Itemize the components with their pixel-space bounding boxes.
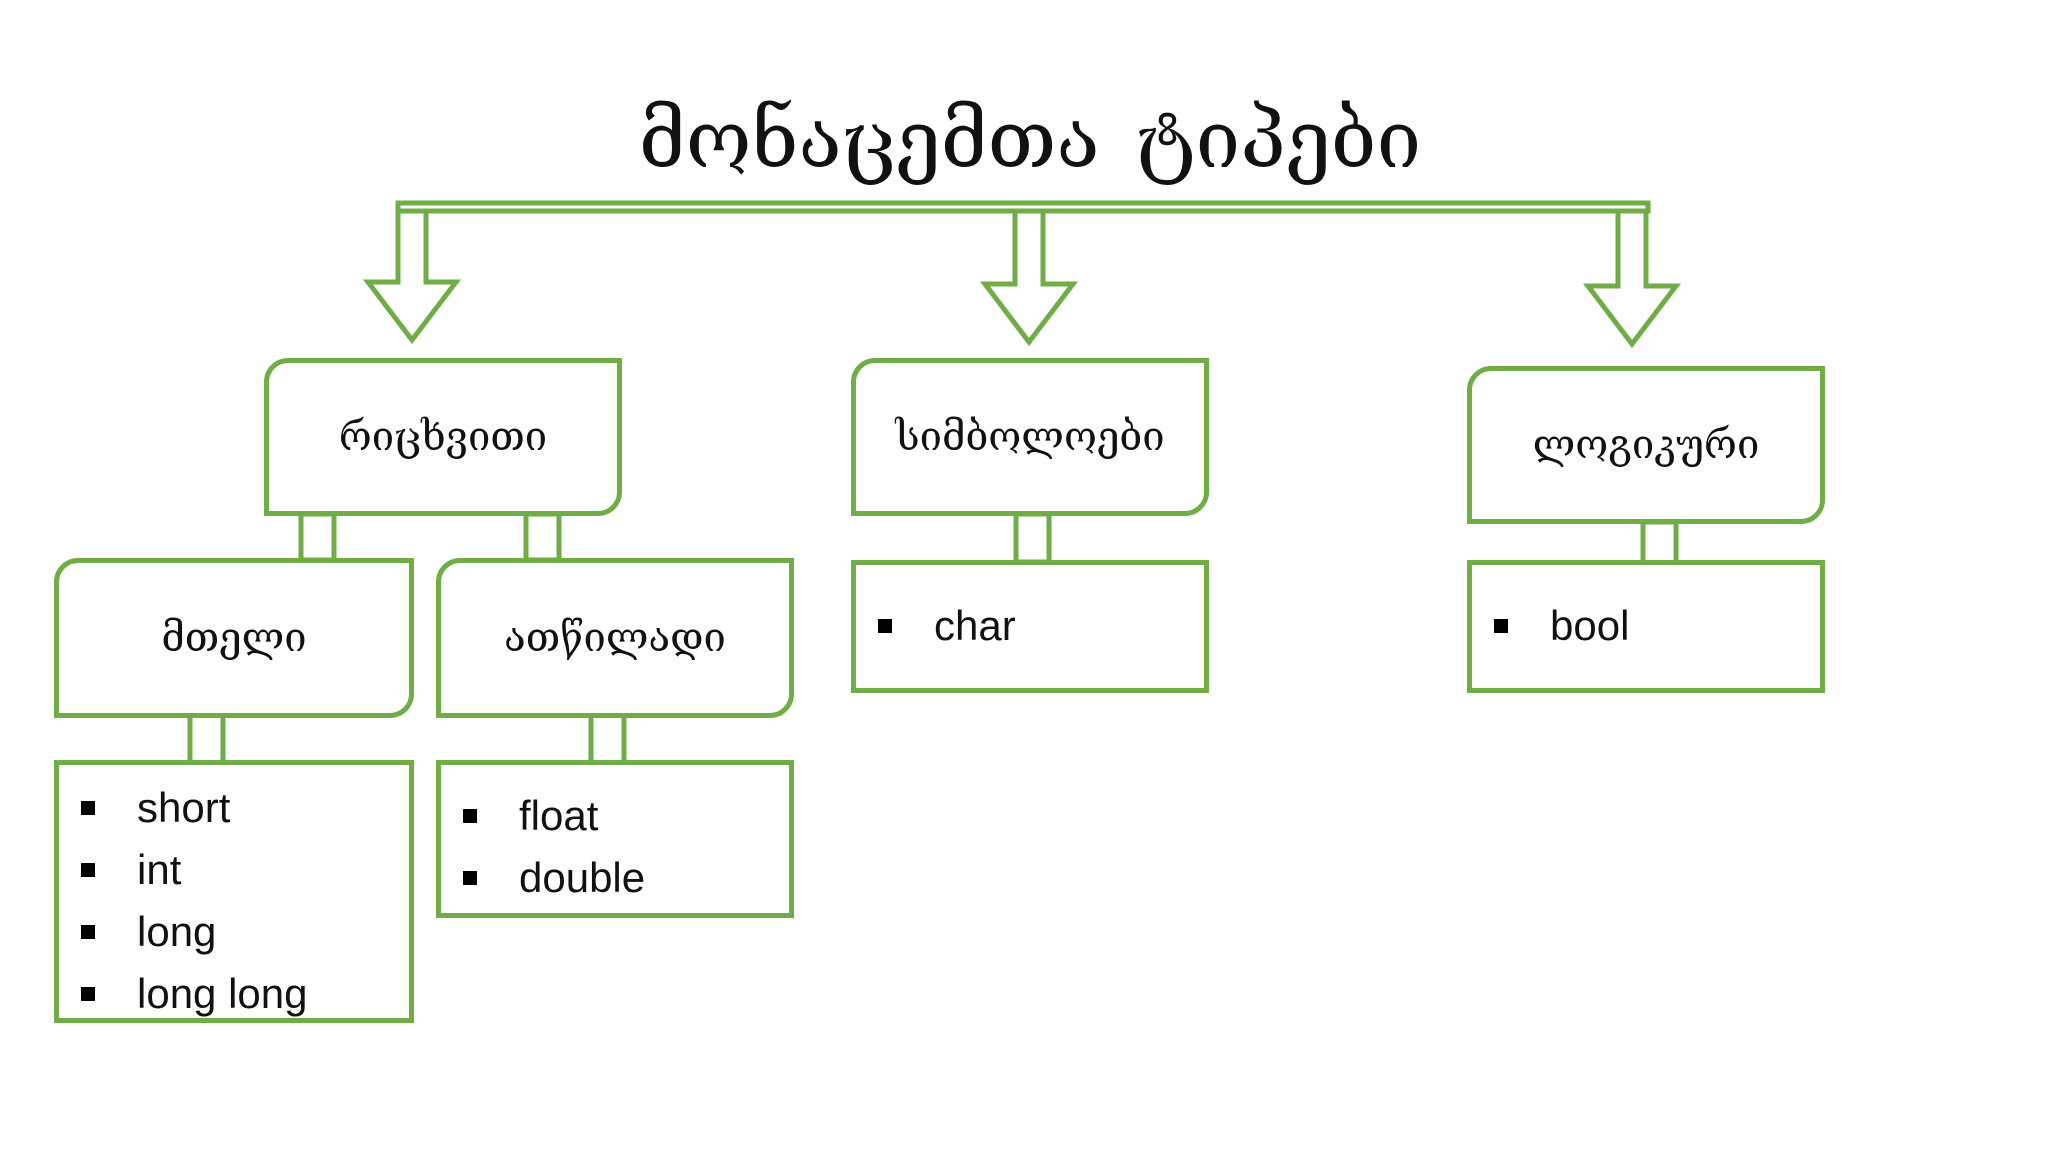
diagram-title: მონაცემთა ტიპები [560,80,1500,200]
connector-integer-list [187,712,226,766]
list-item: char [878,595,1016,657]
node-symbolic: სიმბოლოები [851,358,1209,516]
arrow-to-numeric [362,208,462,345]
square-bullet-icon [878,619,892,633]
arrow-to-symbolic [979,208,1079,347]
decimal-type-double: double [519,854,646,901]
square-bullet-icon [463,809,477,823]
node-logical: ლოგიკური [1467,366,1825,524]
square-bullet-icon [463,871,477,885]
list-item: float [463,785,645,847]
list-decimal-types: float double [436,760,794,918]
list-integer-types: short int long long long [54,760,414,1023]
square-bullet-icon [81,863,95,877]
list-item: short [81,777,307,839]
decimal-type-float: float [519,792,599,839]
integer-types-list: short int long long long [81,777,307,1025]
list-item: bool [1494,595,1629,657]
node-integer: მთელი [54,558,414,718]
list-item: double [463,847,645,909]
connector-decimal-list [588,712,627,766]
connector-logical-bool [1640,519,1679,567]
list-char-types: char [851,560,1209,693]
connector-numeric-integer [298,511,337,563]
square-bullet-icon [81,987,95,1001]
bool-types-list: bool [1494,595,1629,657]
arrow-to-logical [1582,208,1682,349]
node-decimal-label: ათწილადი [504,615,726,661]
square-bullet-icon [81,801,95,815]
connector-numeric-decimal [523,511,562,563]
node-symbolic-label: სიმბოლოები [895,414,1165,460]
integer-type-int: int [137,846,182,893]
decimal-types-list: float double [463,785,645,909]
node-numeric: რიცხვითი [264,358,622,516]
list-item: long long [81,963,307,1025]
char-type-char: char [934,602,1016,649]
node-numeric-label: რიცხვითი [338,414,548,460]
node-logical-label: ლოგიკური [1532,422,1760,468]
node-decimal: ათწილადი [436,558,794,718]
integer-type-long-long: long long [137,970,308,1017]
title-word-1: მონაცემთა [638,93,1100,186]
list-bool-types: bool [1467,560,1825,693]
square-bullet-icon [1494,619,1508,633]
square-bullet-icon [81,925,95,939]
list-item: int [81,839,307,901]
connector-symbolic-char [1013,511,1052,565]
title-word-2: ტიპები [1135,93,1422,186]
char-types-list: char [878,595,1016,657]
integer-type-long: long [137,908,217,955]
node-integer-label: მთელი [161,615,307,661]
integer-type-short: short [137,784,231,831]
bool-type-bool: bool [1550,602,1630,649]
list-item: long [81,901,307,963]
